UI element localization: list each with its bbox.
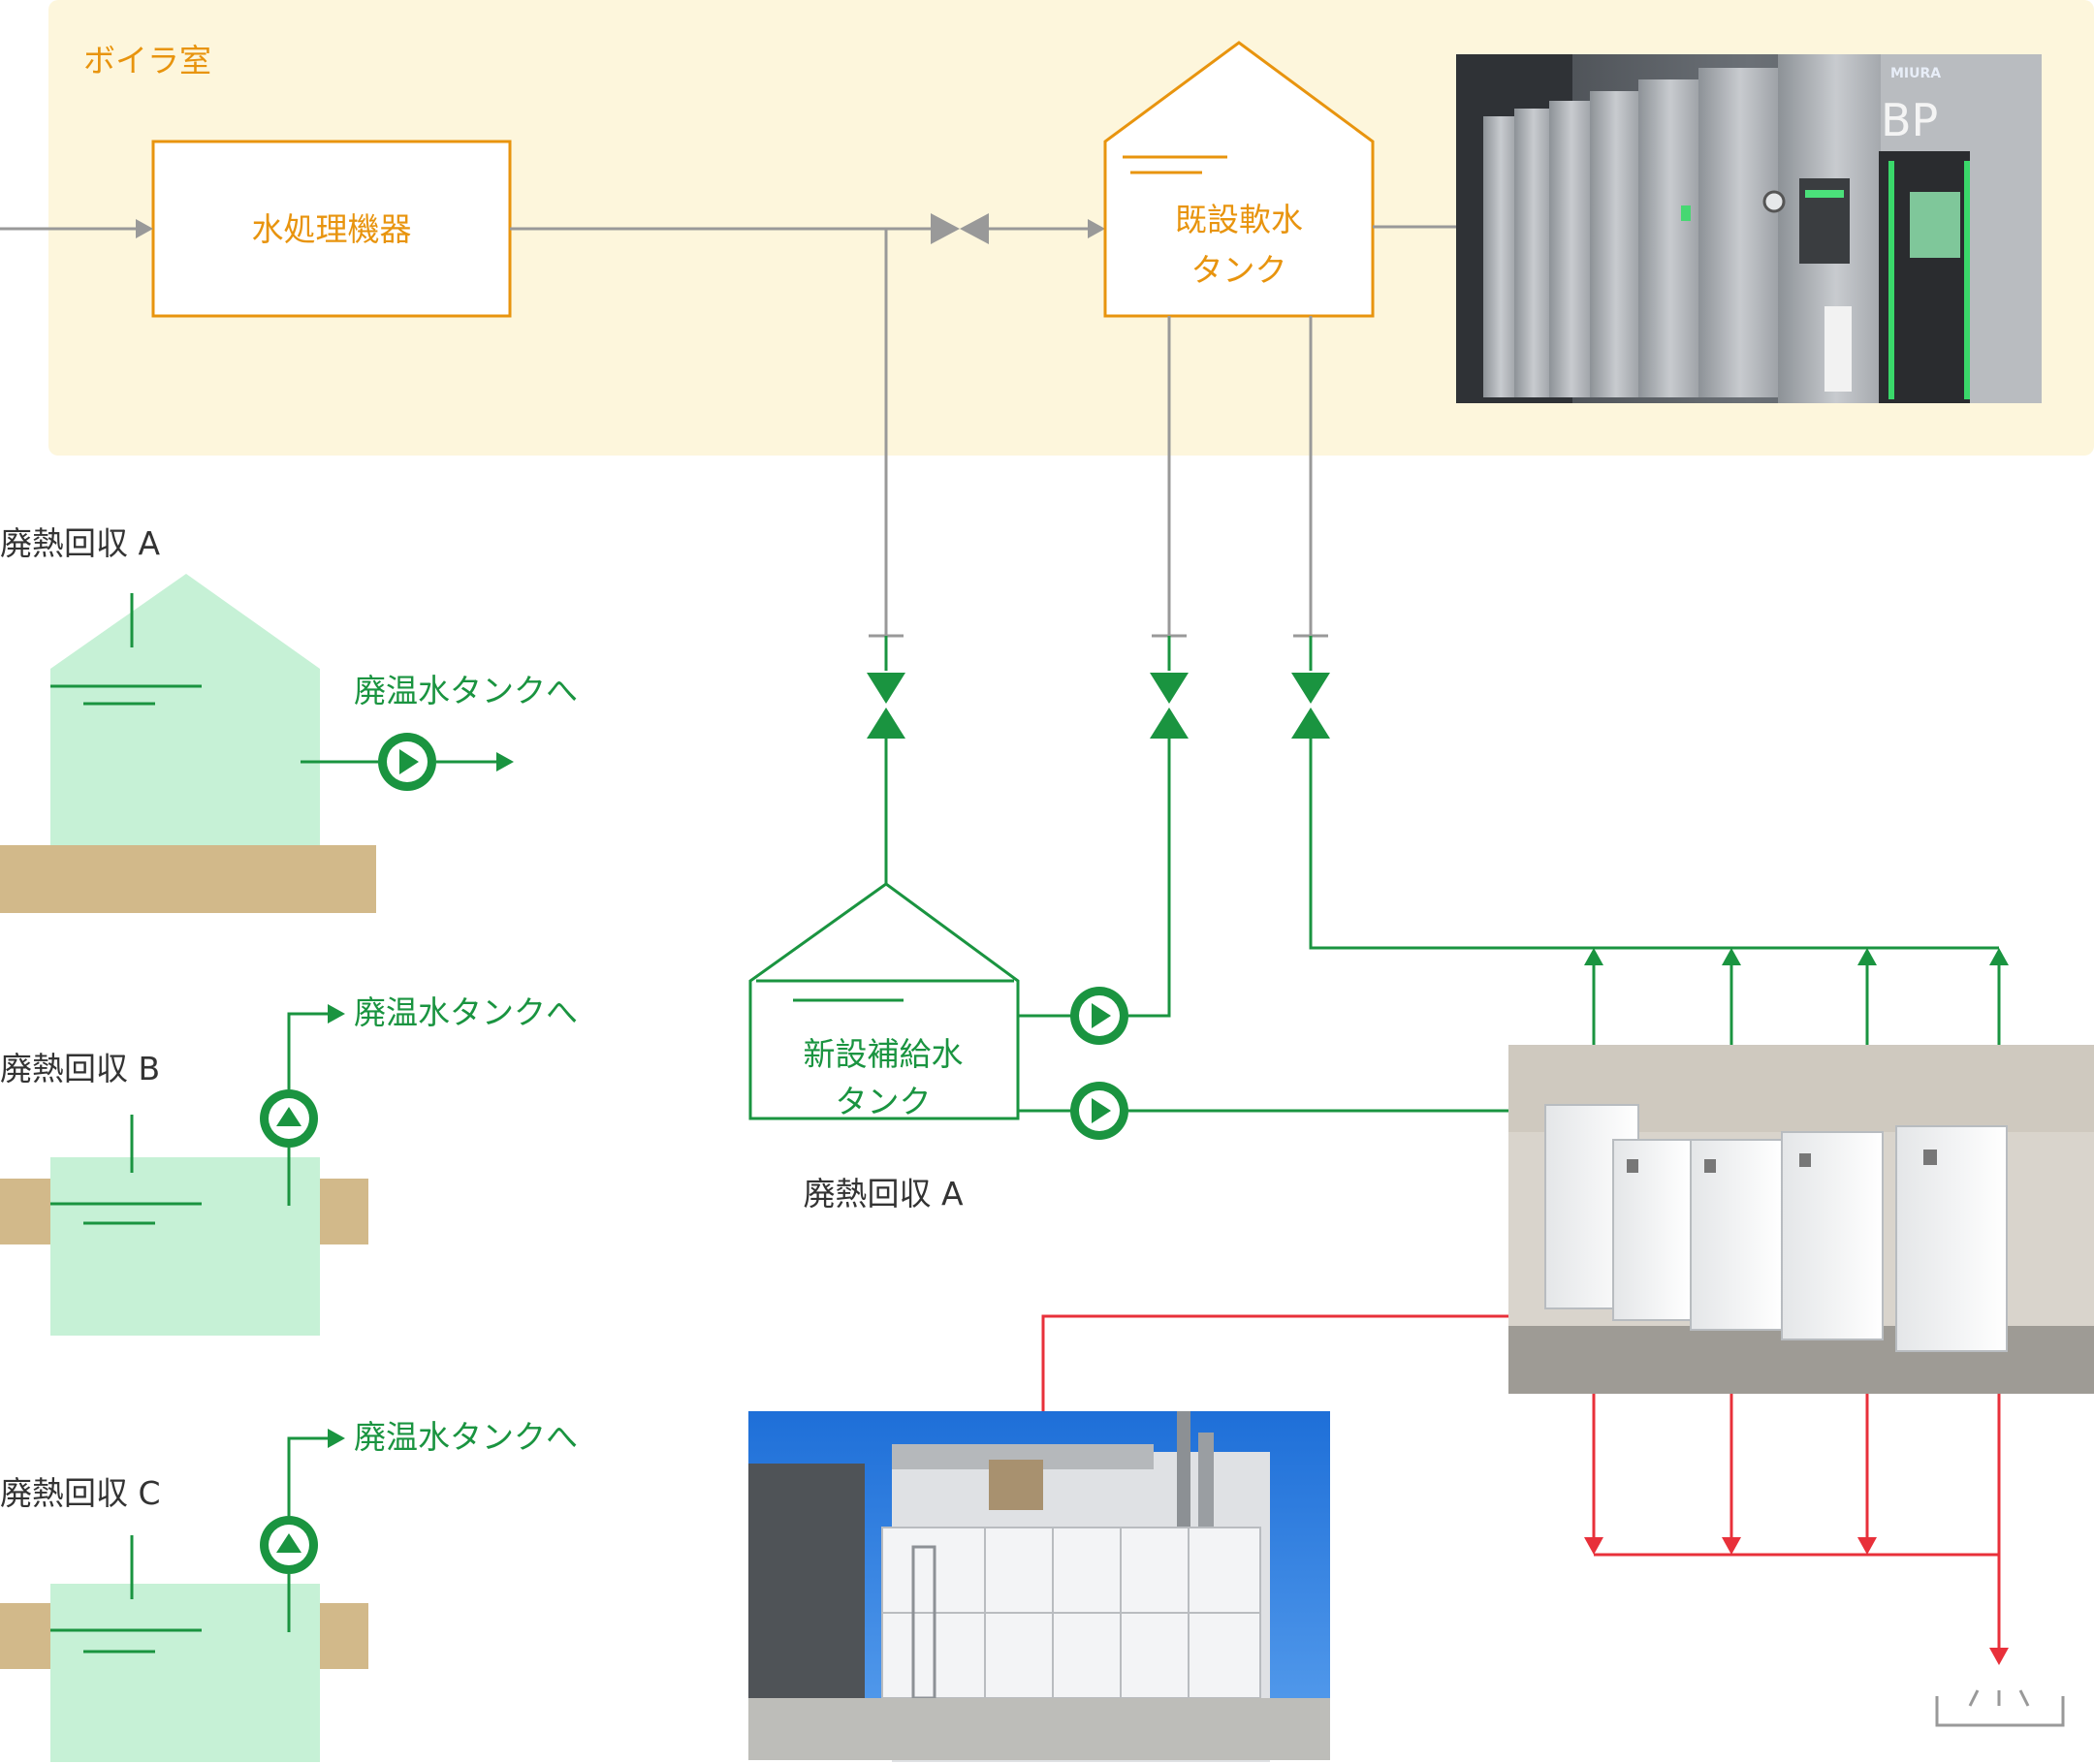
arrow-icon	[1989, 948, 2009, 965]
valve-icon	[867, 673, 905, 739]
waste-heat-b-pit	[50, 1115, 320, 1336]
ground-right	[320, 1603, 368, 1669]
water-treatment-unit: 水処理機器	[151, 140, 512, 318]
existing-tank-label-2: タンク	[1191, 251, 1287, 289]
arrow-icon	[1857, 1537, 1877, 1555]
waste-heat-a-title: 廃熱回収 A	[0, 524, 160, 562]
pump-icon	[1070, 1082, 1128, 1140]
water-tank-photo	[748, 1411, 1330, 1762]
arrow-icon	[328, 1004, 345, 1024]
pump-icon	[378, 733, 436, 791]
waste-heat-b-outlet: 廃温水タンクへ	[354, 993, 578, 1031]
new-tank-label-1: 新設補給水	[804, 1035, 964, 1073]
waste-heat-a-tank	[50, 574, 320, 845]
boiler-unit-code: BP	[1881, 94, 1938, 146]
new-makeup-water-tank: 新設補給水 タンク 廃熱回収 A	[748, 882, 1020, 1213]
drain-icon	[1935, 1689, 2065, 1727]
boiler-room-label: ボイラ室	[83, 42, 211, 79]
waste-heat-a-outlet: 廃温水タンクへ	[354, 672, 578, 709]
existing-soft-water-tank: 既設軟水 タンク	[1103, 41, 1375, 318]
boiler-brand: MIURA	[1890, 66, 1941, 81]
waste-heat-c-pit	[50, 1535, 320, 1762]
boiler-photo: MIURA BP	[1456, 54, 2042, 403]
arrow-icon	[1584, 1537, 1603, 1555]
arrow-icon	[136, 219, 153, 238]
valve-icon	[1150, 673, 1189, 739]
arrow-icon	[1989, 1648, 2009, 1665]
arrow-icon	[1584, 948, 1603, 965]
arrow-icon	[1088, 219, 1105, 238]
ground-slab	[0, 845, 376, 913]
arrow-icon	[1722, 948, 1741, 965]
waste-heat-b-title: 廃熱回収 B	[0, 1050, 160, 1087]
heat-recovery-units-photo	[1508, 1045, 2094, 1394]
ground-left	[0, 1179, 50, 1244]
waste-heat-c-title: 廃熱回収 C	[0, 1474, 161, 1512]
arrow-icon	[1857, 948, 1877, 965]
gray-valve-icon	[931, 213, 989, 244]
arrow-icon	[1722, 1537, 1741, 1555]
existing-tank-label-1: 既設軟水	[1175, 201, 1303, 238]
pump-icon	[260, 1516, 318, 1574]
ground-right	[320, 1179, 368, 1244]
pump-icon	[260, 1089, 318, 1148]
ground-left	[0, 1603, 50, 1669]
new-tank-caption: 廃熱回収 A	[803, 1175, 963, 1213]
water-treatment-label: 水処理機器	[252, 210, 412, 248]
waste-heat-c-outlet: 廃温水タンクへ	[354, 1418, 578, 1456]
valve-icon	[1291, 673, 1330, 739]
pump-icon	[1070, 987, 1128, 1045]
new-tank-label-2: タンク	[836, 1083, 932, 1120]
arrow-icon	[496, 752, 514, 772]
arrow-icon	[328, 1429, 345, 1448]
